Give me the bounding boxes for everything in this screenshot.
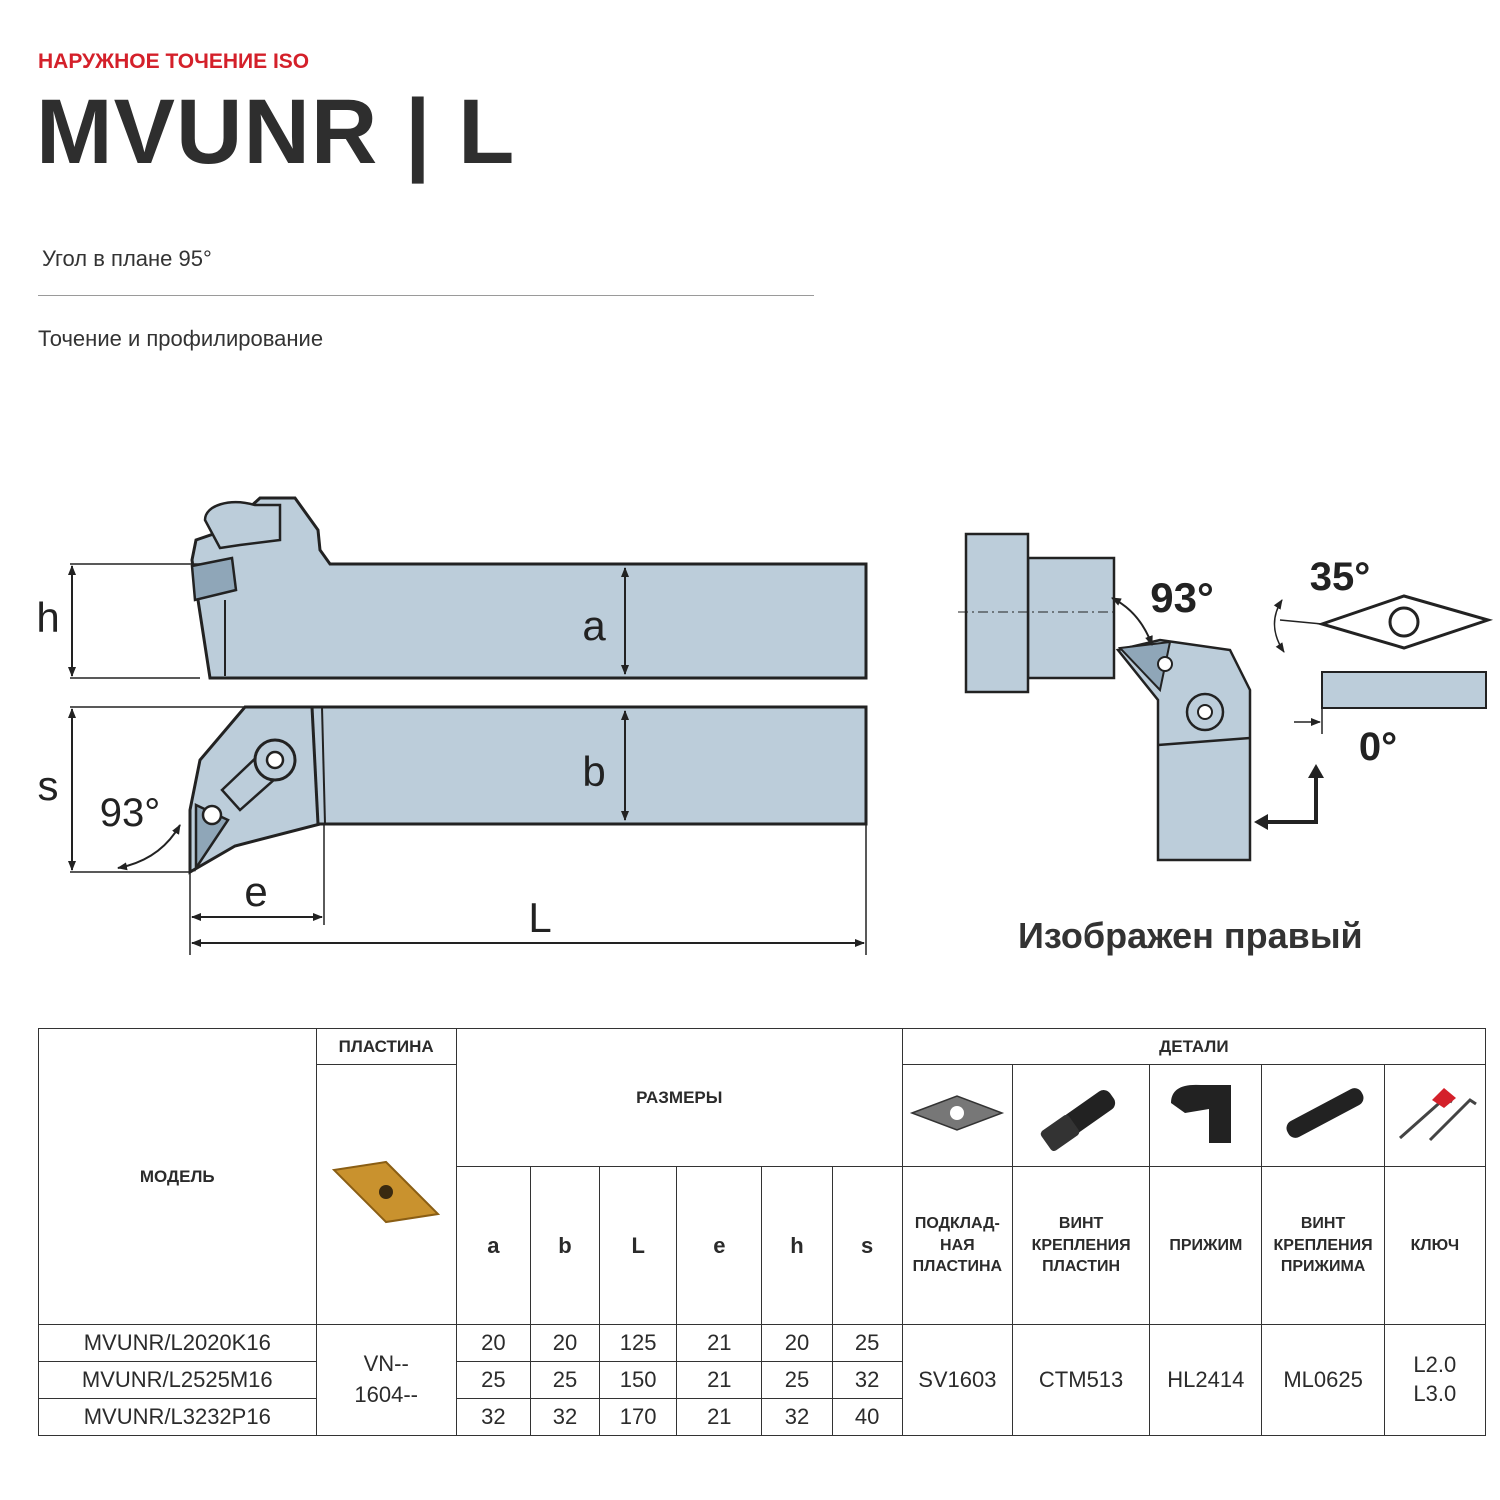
dim-cell: 150 <box>599 1361 678 1399</box>
header-key: КЛЮЧ <box>1383 1166 1487 1325</box>
clamp-screw-code-cell: ML0625 <box>1261 1324 1385 1436</box>
insert-detail <box>1254 594 1494 830</box>
header-dimensions: РАЗМЕРЫ <box>455 1028 903 1167</box>
shim-icon <box>910 1094 1005 1131</box>
label-L: L <box>528 894 551 941</box>
label-angle-side: 93° <box>100 791 161 835</box>
dim-cell: 25 <box>831 1324 903 1362</box>
table-row: MVUNR/L3232P16 32 32 170 21 32 40 <box>38 1398 1486 1436</box>
divider <box>38 295 814 296</box>
header-clamp-screw: ВИНТ КРЕПЛЕНИЯ ПРИЖИМА <box>1261 1166 1385 1325</box>
header-dim-L: L <box>599 1166 678 1325</box>
label-angle-top: 93° <box>1150 574 1214 621</box>
dim-cell: 32 <box>529 1398 601 1436</box>
header-dim-b: b <box>529 1166 601 1325</box>
model-cell: MVUNR/L3232P16 <box>38 1398 317 1436</box>
tool-drawing: h s a b e L 93° 93° 35° 0° <box>36 496 1494 955</box>
header-model: МОДЕЛЬ <box>38 1028 317 1325</box>
dim-cell: 21 <box>676 1398 763 1436</box>
shim-image <box>901 1064 1013 1167</box>
dim-cell: 20 <box>455 1324 531 1362</box>
insert-screw-icon <box>1040 1089 1116 1151</box>
table-row: MVUNR/L2020K16 VN-- 1604-- 20 20 125 21 … <box>38 1324 1487 1436</box>
usage-text: Точение и профилирование <box>38 326 324 351</box>
label-s: s <box>38 762 59 809</box>
header-details: ДЕТАЛИ <box>901 1028 1487 1065</box>
label-clearance: 0° <box>1359 725 1397 769</box>
key-icon <box>1398 1087 1477 1141</box>
model-cell: MVUNR/L2525M16 <box>38 1361 317 1399</box>
drawing-caption: Изображен правый <box>1018 915 1363 956</box>
label-b: b <box>582 748 605 795</box>
header-clamp: ПРИЖИМ <box>1149 1166 1263 1325</box>
holder-top-view <box>958 532 1252 862</box>
insert-screw-image <box>1011 1064 1151 1167</box>
clamp-icon <box>1170 1084 1231 1143</box>
spec-table: МОДЕЛЬ ПЛАСТИНА РАЗМЕРЫ ДЕТАЛИ <box>38 1028 1487 1436</box>
header-shim: ПОДКЛАД- НАЯ ПЛАСТИНА <box>901 1166 1013 1325</box>
key-image <box>1383 1064 1487 1167</box>
header-dim-e: e <box>676 1166 763 1325</box>
dim-cell: 20 <box>529 1324 601 1362</box>
label-insert-angle: 35° <box>1310 555 1371 599</box>
header-dim-s: s <box>831 1166 903 1325</box>
insert-icon <box>332 1160 441 1223</box>
insert-screw-code-cell: CTM513 <box>1011 1324 1151 1436</box>
section-eyebrow: НАРУЖНОЕ ТОЧЕНИЕ ISO <box>38 50 310 73</box>
insert-code-cell: VN-- 1604-- <box>315 1324 457 1436</box>
holder-plan-view <box>188 705 868 875</box>
dim-cell: 32 <box>455 1398 531 1436</box>
shim-code-cell: SV1603 <box>901 1324 1013 1436</box>
header-dim-a: a <box>455 1166 531 1325</box>
header-insert: ПЛАСТИНА <box>315 1028 457 1065</box>
clamp-code-cell: HL2414 <box>1149 1324 1263 1436</box>
clamp-screw-image <box>1261 1064 1385 1167</box>
label-h: h <box>36 594 59 641</box>
model-cell: MVUNR/L2020K16 <box>38 1324 317 1362</box>
dim-cell: 40 <box>831 1398 903 1436</box>
header-insert-screw: ВИНТ КРЕПЛЕНИЯ ПЛАСТИН <box>1011 1166 1151 1325</box>
clamp-image <box>1149 1064 1263 1167</box>
dim-cell: 32 <box>831 1361 903 1399</box>
label-e: e <box>244 868 267 915</box>
page-title: MVUNR | L <box>36 81 516 183</box>
dim-cell: 125 <box>599 1324 678 1362</box>
header-dim-h: h <box>761 1166 833 1325</box>
dim-cell: 21 <box>676 1324 763 1362</box>
dim-cell: 21 <box>676 1361 763 1399</box>
dim-cell: 25 <box>455 1361 531 1399</box>
key-code-cell: L2.0 L3.0 <box>1383 1324 1487 1436</box>
dim-cell: 32 <box>761 1398 833 1436</box>
clamp-screw-icon <box>1286 1087 1364 1138</box>
dim-cell: 25 <box>761 1361 833 1399</box>
dim-cell: 20 <box>761 1324 833 1362</box>
table-row: MVUNR/L2525M16 25 25 150 21 25 32 <box>38 1361 1486 1399</box>
label-a: a <box>582 602 606 649</box>
dim-cell: 170 <box>599 1398 678 1436</box>
dim-cell: 25 <box>529 1361 601 1399</box>
insert-image <box>315 1064 457 1325</box>
approach-angle-text: Угол в плане 95° <box>42 246 212 271</box>
holder-side-view <box>190 496 868 680</box>
